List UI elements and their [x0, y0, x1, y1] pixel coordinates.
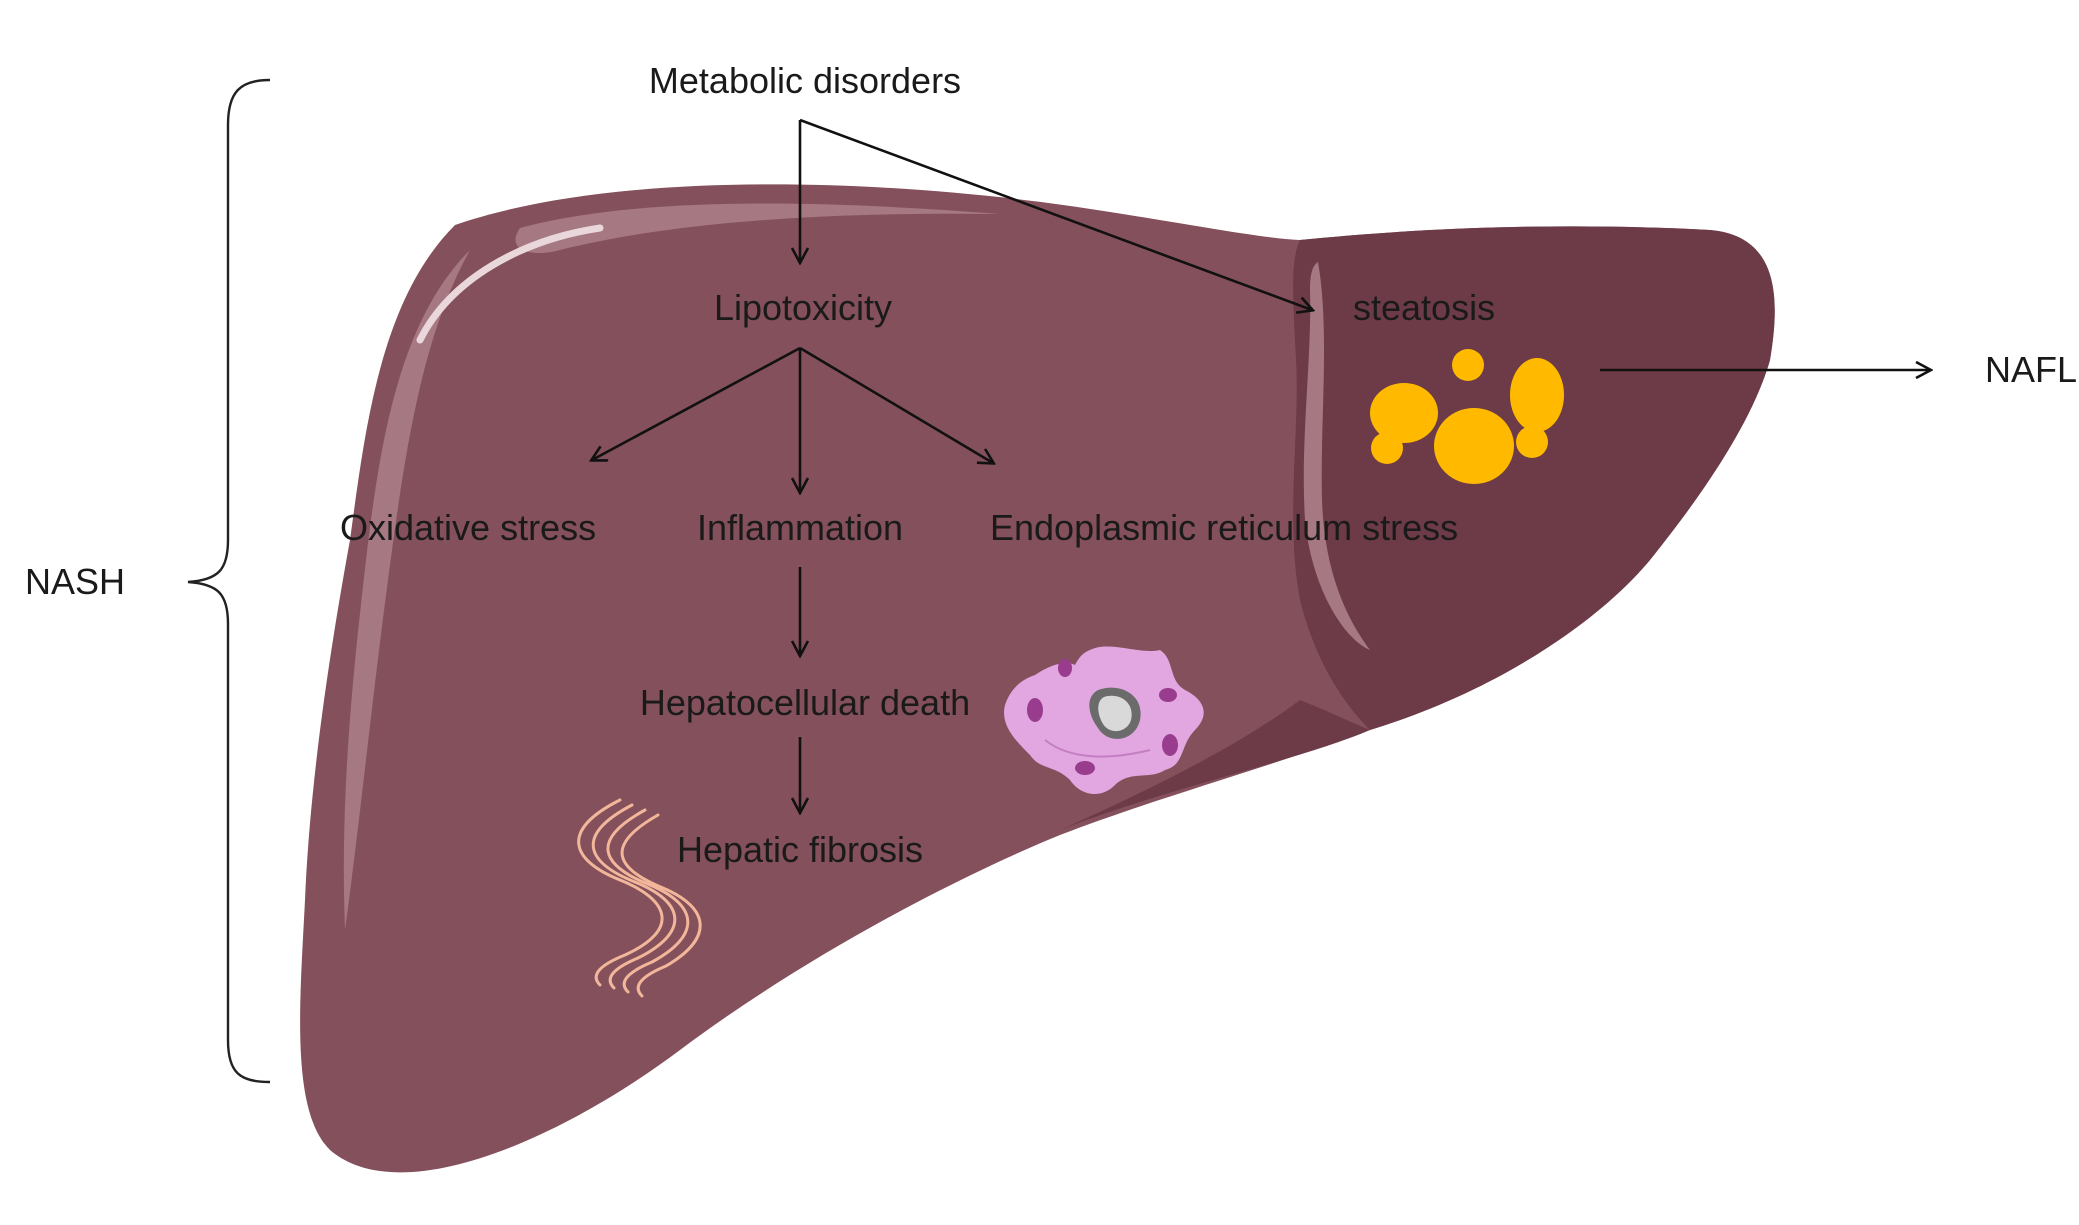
label-er-stress: Endoplasmic reticulum stress	[990, 507, 1458, 548]
cell-nucleus-inner	[1098, 695, 1132, 732]
arrow-metabolic-to-steatosis	[799, 118, 1312, 310]
label-hepatic-fibrosis: Hepatic fibrosis	[677, 829, 923, 870]
label-inflammation: Inflammation	[697, 507, 903, 548]
fibrosis-strand	[591, 803, 677, 990]
arrow-lipotoxicity-to-oxidative	[592, 346, 801, 460]
cell-granule	[1075, 761, 1095, 775]
fat-droplet	[1516, 426, 1548, 458]
cell-granule	[1162, 734, 1178, 756]
fat-droplets-icon	[1370, 349, 1564, 484]
arrow-lipotoxicity-to-er-stress	[799, 346, 993, 463]
liver-shine	[416, 224, 604, 344]
liver-top-gloss	[515, 203, 1000, 254]
cell-granule	[1159, 688, 1177, 702]
label-hepatocellular-death: Hepatocellular death	[640, 682, 970, 723]
label-oxidative-stress: Oxidative stress	[340, 507, 596, 548]
fat-droplet	[1370, 383, 1438, 443]
liver-right-lobe-shade	[1293, 226, 1775, 730]
fat-droplet	[1510, 358, 1564, 432]
label-lipotoxicity: Lipotoxicity	[714, 287, 892, 328]
cell-granule	[1058, 659, 1072, 677]
inflammatory-cell-icon	[1004, 646, 1204, 795]
liver-lobe-highlight	[1303, 262, 1370, 650]
fat-droplet	[1452, 349, 1484, 381]
fibrosis-strands-icon	[577, 798, 702, 998]
label-metabolic-disorders: Metabolic disorders	[649, 60, 961, 101]
liver-rim-highlight	[343, 250, 470, 930]
liver-lower-fold	[1060, 700, 1370, 830]
cell-granule	[1027, 698, 1043, 722]
cell-membrane-line	[1044, 739, 1151, 758]
label-nafl: NAFL	[1985, 349, 2077, 390]
fibrosis-strand	[606, 808, 690, 994]
fibrosis-strand	[620, 813, 702, 998]
pathway-arrows	[592, 118, 1930, 812]
label-nash: NASH	[25, 561, 125, 602]
fat-droplet	[1371, 432, 1403, 464]
fat-droplet	[1434, 408, 1514, 484]
nash-brace	[187, 78, 271, 1084]
fibrosis-strand	[577, 798, 664, 987]
label-steatosis: steatosis	[1353, 287, 1495, 328]
